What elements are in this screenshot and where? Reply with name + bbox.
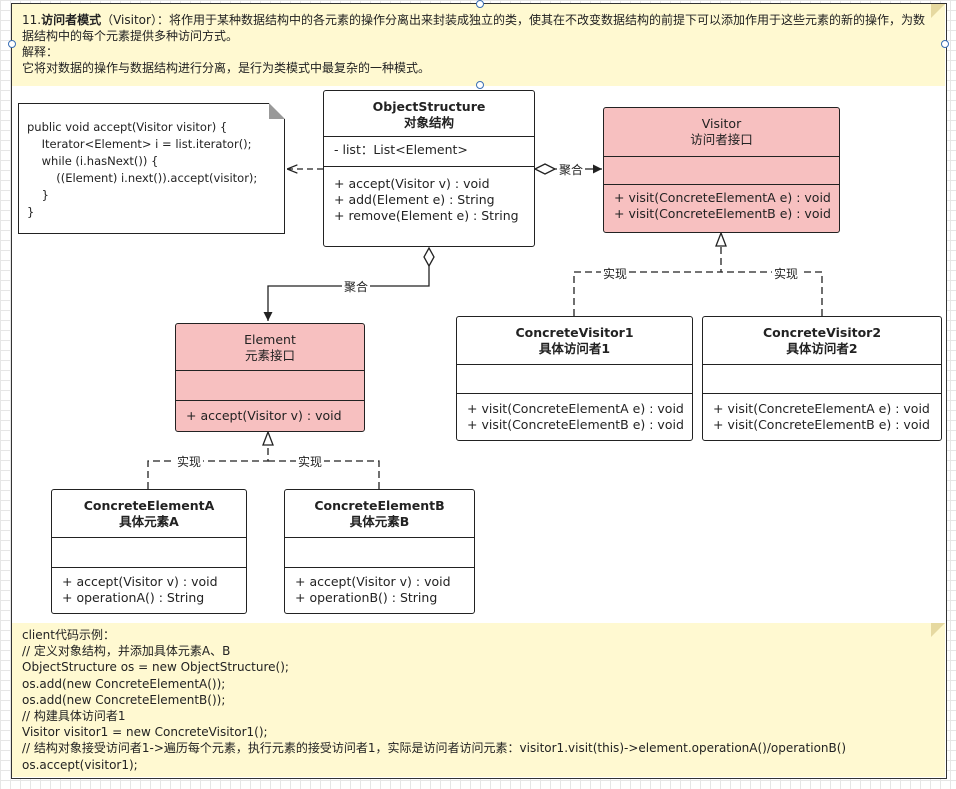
class-concrete-visitor2[interactable]: ConcreteVisitor2 具体访问者2 + visit(Concrete… — [702, 316, 942, 441]
note-title: 访问者模式 — [41, 13, 102, 27]
realization-edge-cv1 — [573, 246, 722, 316]
class-fields — [703, 364, 941, 393]
class-methods: + accept(Visitor v) : void + operationB(… — [285, 567, 474, 613]
class-methods: + accept(Visitor v) : void — [176, 400, 364, 431]
realization-triangle — [262, 430, 274, 446]
resize-handle[interactable] — [941, 40, 949, 48]
note-fold-corner — [269, 103, 285, 119]
class-fields — [285, 537, 474, 567]
accept-code-note[interactable]: public void accept(Visitor visitor) { It… — [18, 103, 285, 234]
class-object-structure[interactable]: ObjectStructure 对象结构 - list：List<Element… — [323, 90, 535, 247]
class-subtitle: 具体元素B — [349, 514, 410, 529]
class-name: ConcreteVisitor2 — [762, 325, 882, 340]
class-subtitle: 具体访问者1 — [538, 341, 611, 356]
interface-visitor[interactable]: Visitor 访问者接口 + visit(ConcreteElementA e… — [603, 107, 840, 233]
note-text: （Visitor）：将作用于某种数据结构中的各元素的操作分离出来封装成独立的类，… — [22, 13, 925, 75]
class-subtitle: 对象结构 — [403, 115, 454, 130]
class-methods: + visit(ConcreteElementA e) : void + vis… — [703, 393, 941, 440]
class-methods: + visit(ConcreteElementA e) : void + vis… — [457, 393, 692, 440]
class-concrete-visitor1[interactable]: ConcreteVisitor1 具体访问者1 + visit(Concrete… — [456, 316, 693, 441]
edge-label-aggregation: 聚合 — [557, 163, 586, 177]
class-subtitle: 元素接口 — [244, 348, 295, 363]
class-fields — [176, 370, 364, 400]
class-name: ConcreteElementB — [314, 498, 445, 513]
edge-label-realization: 实现 — [296, 455, 325, 469]
client-code-note[interactable]: client代码示例： // 定义对象结构，并添加具体元素A、B ObjectS… — [12, 623, 945, 777]
edge-label-realization: 实现 — [772, 267, 801, 281]
description-note[interactable]: 11.访问者模式（Visitor）：将作用于某种数据结构中的各元素的操作分离出来… — [12, 4, 945, 86]
realization-edge-cv2 — [721, 271, 823, 316]
note-fold-corner — [931, 4, 945, 18]
class-name: ConcreteVisitor1 — [515, 325, 634, 340]
resize-handle[interactable] — [476, 0, 484, 8]
class-fields — [457, 364, 692, 393]
class-subtitle: 具体元素A — [119, 514, 179, 529]
aggregation-diamond — [423, 246, 435, 268]
realization-triangle — [715, 231, 727, 247]
class-methods: + accept(Visitor v) : void + add(Element… — [324, 166, 534, 246]
class-methods: + visit(ConcreteElementA e) : void + vis… — [604, 184, 839, 232]
class-name: ConcreteElementA — [83, 498, 215, 513]
class-name: ObjectStructure — [372, 99, 486, 114]
realization-edge-cea — [147, 445, 269, 489]
note-fold-corner — [931, 623, 945, 637]
aggregation-diamond — [533, 163, 557, 175]
class-concrete-element-b[interactable]: ConcreteElementB 具体元素B + accept(Visitor … — [284, 489, 475, 614]
class-subtitle: 访问者接口 — [690, 132, 753, 147]
edge-label-realization: 实现 — [601, 267, 630, 281]
class-fields: - list：List<Element> — [324, 136, 534, 166]
class-methods: + accept(Visitor v) : void + operationA(… — [52, 567, 246, 613]
class-concrete-element-a[interactable]: ConcreteElementA 具体元素A + accept(Visitor … — [51, 489, 247, 614]
edge-label-aggregation: 聚合 — [342, 280, 371, 294]
interface-element[interactable]: Element 元素接口 + accept(Visitor v) : void — [175, 323, 365, 432]
class-fields — [52, 537, 246, 567]
class-fields — [604, 156, 839, 184]
accept-code-text: public void accept(Visitor visitor) { It… — [27, 120, 258, 219]
class-name: Element — [244, 332, 296, 347]
class-name: Visitor — [701, 116, 742, 131]
edge-label-realization: 实现 — [175, 455, 204, 469]
resize-handle[interactable] — [476, 81, 484, 89]
note-number: 11. — [22, 13, 42, 27]
resize-handle[interactable] — [8, 40, 16, 48]
class-subtitle: 具体访问者2 — [786, 341, 858, 356]
client-code-text: client代码示例： // 定义对象结构，并添加具体元素A、B ObjectS… — [22, 628, 847, 772]
